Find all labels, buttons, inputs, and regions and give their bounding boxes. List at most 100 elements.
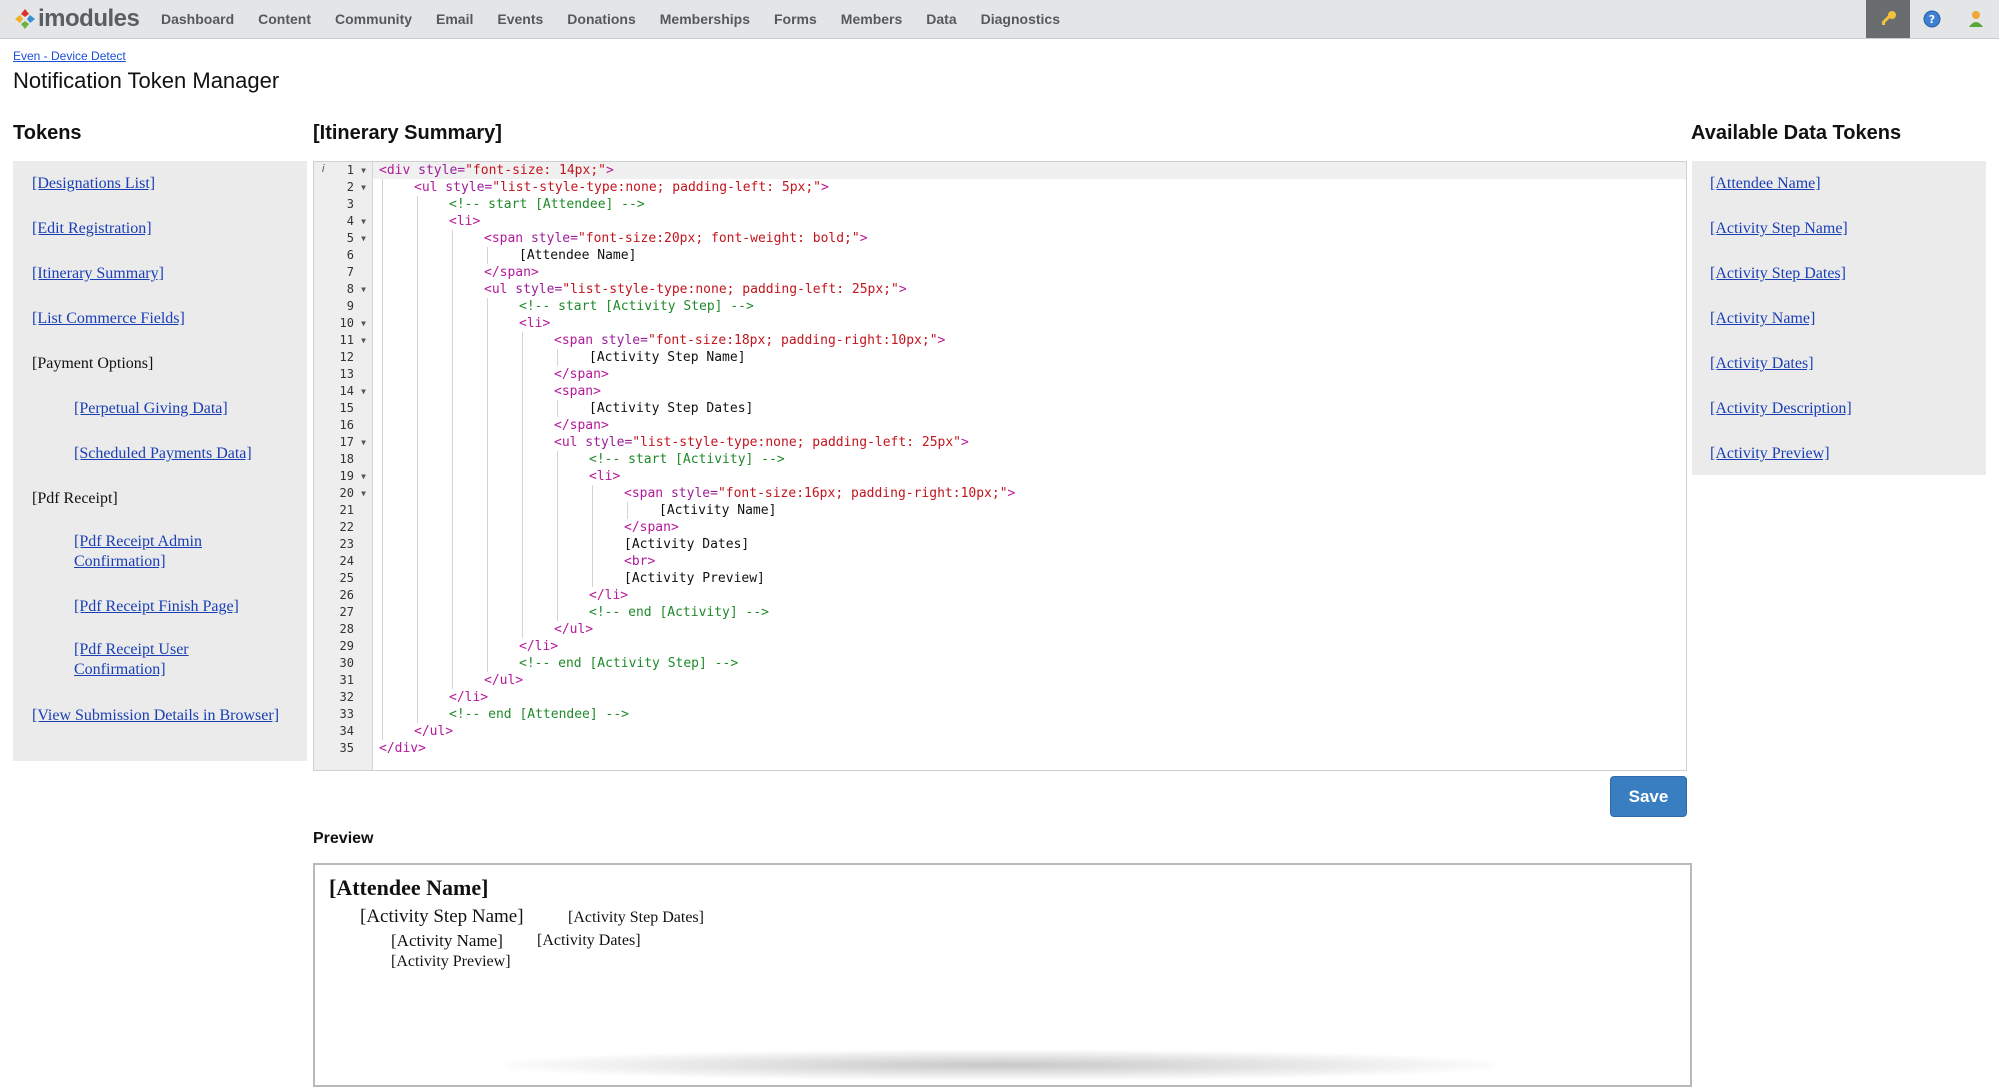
svg-text:?: ? [1929,13,1935,26]
fold-arrow-icon[interactable]: ▼ [361,438,366,447]
code-line[interactable]: <!-- start [Activity Step] --> [519,299,754,314]
logo-text: imodules [38,5,140,32]
code-line[interactable]: </span> [554,418,609,433]
token-scheduled-payments-data[interactable]: [Scheduled Payments Data] [74,445,252,462]
code-line[interactable]: <li> [589,469,621,484]
indent-guide [382,179,383,740]
line-number: 1▼ [346,163,366,177]
fold-arrow-icon[interactable]: ▼ [361,336,366,345]
code-line[interactable]: <ul style="list-style-type:none; padding… [414,180,829,195]
code-line[interactable]: </li> [519,639,559,654]
data-tokens-heading: Available Data Tokens [1691,122,1902,144]
code-line[interactable]: <span style="font-size:18px; padding-rig… [554,333,946,348]
nav-content[interactable]: Content [258,11,312,27]
fold-arrow-icon[interactable]: ▼ [361,489,366,498]
code-line[interactable]: [Attendee Name] [519,248,637,263]
code-line[interactable]: </ul> [414,724,454,739]
code-line[interactable]: [Activity Step Name] [589,350,746,365]
token-pdf-receipt-admin-confirmation[interactable]: [Pdf Receipt Admin Confirmation] [74,533,202,570]
fold-arrow-icon[interactable]: ▼ [361,183,366,192]
code-line[interactable]: <span style="font-size:20px; font-weight… [484,231,868,246]
data-token-activity-step-name[interactable]: [Activity Step Name] [1710,220,1848,237]
token-edit-registration[interactable]: [Edit Registration] [32,220,152,237]
data-token-attendee-name[interactable]: [Attendee Name] [1710,175,1821,192]
code-line[interactable]: </li> [449,690,489,705]
code-line[interactable]: [Activity Dates] [624,537,750,552]
editor-code-area[interactable]: <div style="font-size: 14px;"> <ul style=… [373,162,1686,770]
data-token-activity-dates[interactable]: [Activity Dates] [1710,355,1814,372]
fold-arrow-icon[interactable]: ▼ [361,472,366,481]
nav-memberships[interactable]: Memberships [659,11,750,27]
fold-arrow-icon[interactable]: ▼ [361,319,366,328]
data-token-activity-name[interactable]: [Activity Name] [1710,310,1816,327]
code-line[interactable]: </li> [589,588,629,603]
token-list-commerce-fields[interactable]: [List Commerce Fields] [32,310,185,327]
code-line[interactable]: <span> [554,384,601,399]
fold-arrow-icon[interactable]: ▼ [361,285,366,294]
line-number: 13 [339,367,354,381]
code-line[interactable]: </span> [624,520,679,535]
code-line[interactable]: <!-- end [Activity Step] --> [519,656,739,671]
nav-donations[interactable]: Donations [567,11,636,27]
line-number: 16 [339,418,354,432]
imodules-logo[interactable]: imodules [14,4,140,34]
code-line[interactable]: <!-- start [Activity] --> [589,452,785,467]
code-line[interactable]: [Activity Step Dates] [589,401,754,416]
code-line[interactable]: <!-- end [Activity] --> [589,605,770,620]
code-line[interactable]: <li> [449,214,481,229]
data-token-activity-preview[interactable]: [Activity Preview] [1710,445,1830,462]
code-line[interactable]: [Activity Preview] [624,571,765,586]
code-line[interactable]: </span> [484,265,539,280]
nav-dashboard[interactable]: Dashboard [161,11,235,27]
user-icon[interactable] [1954,0,1998,38]
code-line[interactable]: </div> [379,741,426,756]
code-line[interactable]: </span> [554,367,609,382]
code-line[interactable]: <!-- start [Attendee] --> [449,197,645,212]
data-token-activity-step-dates[interactable]: [Activity Step Dates] [1710,265,1846,282]
code-line[interactable]: <br> [624,554,656,569]
save-button[interactable]: Save [1610,776,1687,817]
line-number: 31 [339,673,354,687]
tokens-heading: Tokens [13,122,82,144]
breadcrumb-link[interactable]: Even - Device Detect [13,49,126,63]
editor-heading: [Itinerary Summary] [313,122,502,144]
token-pdf-receipt-finish-page[interactable]: [Pdf Receipt Finish Page] [74,598,239,615]
code-line[interactable]: <div style="font-size: 14px;"> [379,163,614,178]
fold-arrow-icon[interactable]: ▼ [361,166,366,175]
nav-members[interactable]: Members [840,11,903,27]
code-line[interactable]: <!-- end [Attendee] --> [449,707,630,722]
line-number: 10▼ [339,316,366,330]
key-icon[interactable] [1866,0,1910,38]
token-itinerary-summary[interactable]: [Itinerary Summary] [32,265,164,282]
nav-data[interactable]: Data [926,11,957,27]
help-icon[interactable]: ? [1910,0,1954,38]
indent-guide [522,332,523,638]
line-number: 12 [339,350,354,364]
code-line[interactable]: </ul> [484,673,524,688]
nav-events[interactable]: Events [497,11,544,27]
token-designations-list[interactable]: [Designations List] [32,175,156,192]
code-line[interactable]: <ul style="list-style-type:none; padding… [554,435,969,450]
code-line[interactable]: [Activity Name] [659,503,777,518]
fold-arrow-icon[interactable]: ▼ [361,234,366,243]
line-number: 8▼ [346,282,366,296]
code-line[interactable]: <li> [519,316,551,331]
token-pdf-receipt-user-confirmation[interactable]: [Pdf Receipt User Confirmation] [74,641,189,678]
data-token-activity-description[interactable]: [Activity Description] [1710,400,1852,417]
line-number: 26 [339,588,354,602]
fold-arrow-icon[interactable]: ▼ [361,387,366,396]
token-perpetual-giving-data[interactable]: [Perpetual Giving Data] [74,400,228,417]
nav-diagnostics[interactable]: Diagnostics [980,11,1060,27]
nav-forms[interactable]: Forms [774,11,817,27]
code-line[interactable]: </ul> [554,622,594,637]
code-line[interactable]: <ul style="list-style-type:none; padding… [484,282,907,297]
nav-community[interactable]: Community [335,11,413,27]
fold-arrow-icon[interactable]: ▼ [361,217,366,226]
token-view-submission-details-in-browser[interactable]: [View Submission Details in Browser] [32,707,280,724]
line-number: 29 [339,639,354,653]
code-line[interactable]: <span style="font-size:16px; padding-rig… [624,486,1016,501]
preview-activity-preview: [Activity Preview] [391,953,511,970]
nav-email[interactable]: Email [436,11,474,27]
